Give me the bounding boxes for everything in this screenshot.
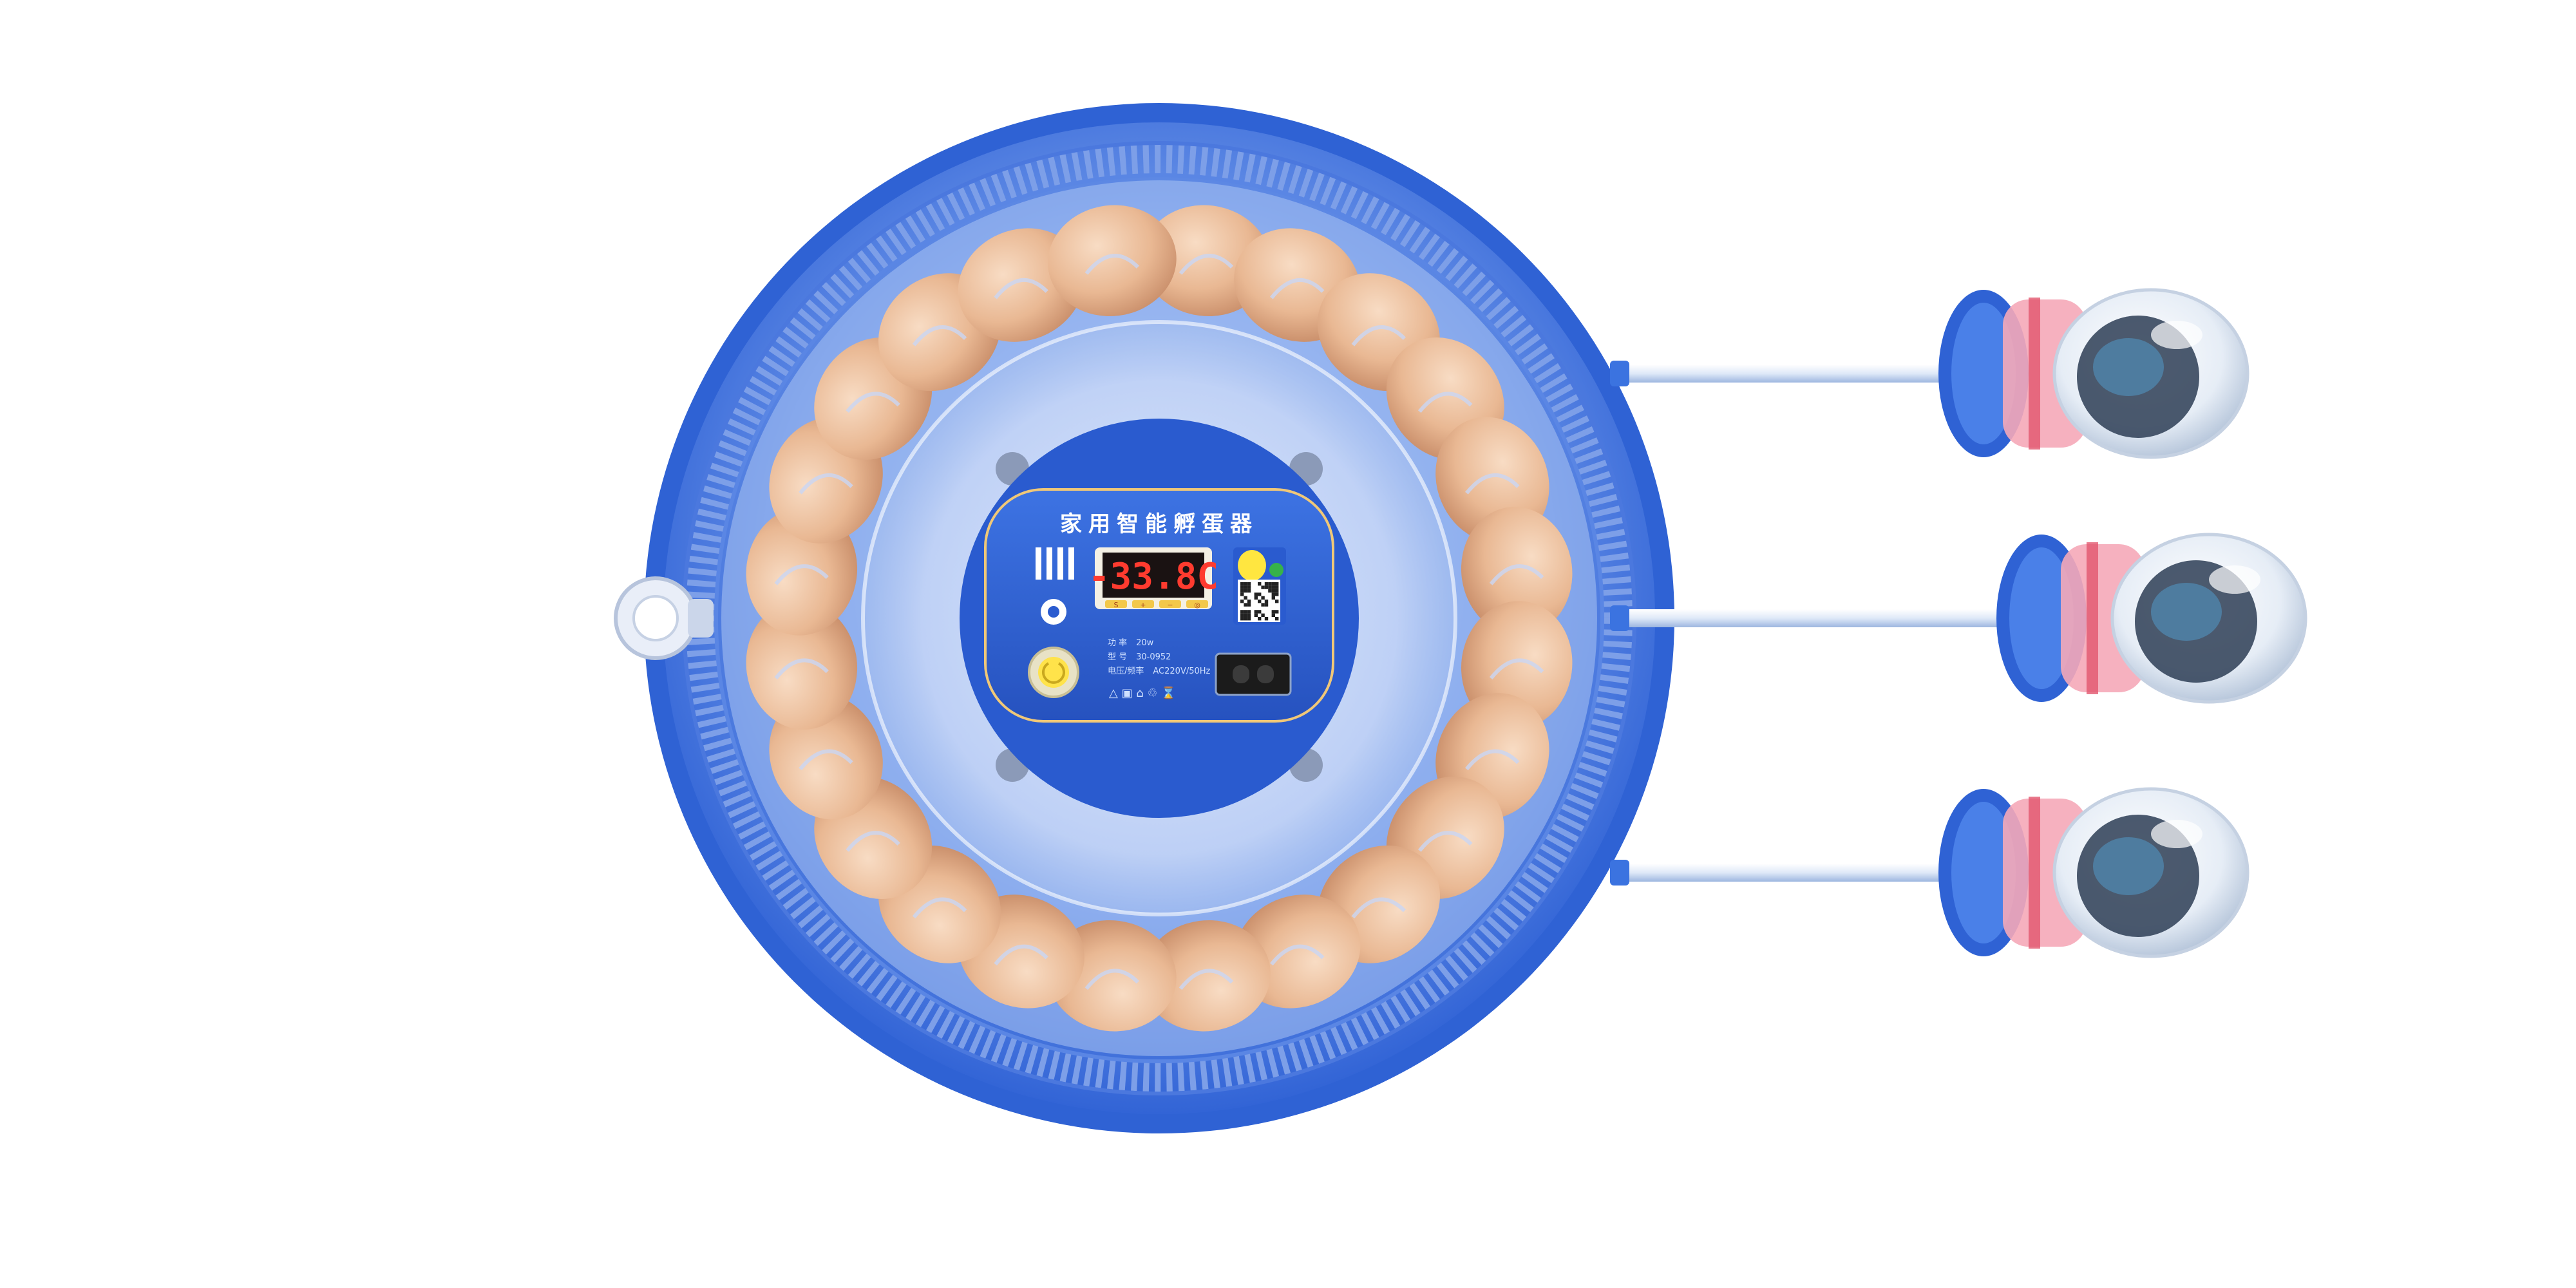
turning-motor xyxy=(1610,787,2249,958)
power-button[interactable] xyxy=(1028,647,1079,698)
egg xyxy=(1142,920,1271,1032)
lcd-screen xyxy=(1103,553,1204,598)
panel-title: 家用智能孵蛋器 xyxy=(1060,511,1258,537)
minus-icon: − xyxy=(1167,601,1173,609)
turning-motor xyxy=(1610,288,2249,459)
temperature-reading: -33.8C xyxy=(1088,556,1218,598)
minus-button[interactable]: − xyxy=(1159,600,1181,609)
certification-icons: △ ▣ ⌂ ♲ ⌛ xyxy=(1109,686,1176,700)
gear-ring-inner-edge xyxy=(714,173,1604,1063)
support-rod xyxy=(1610,609,2048,627)
turning-motors xyxy=(1610,288,2307,958)
dome-edge xyxy=(861,320,1457,916)
power-socket[interactable] xyxy=(1215,652,1292,696)
support-rod xyxy=(1610,365,1990,383)
vent-icon xyxy=(1036,547,1074,580)
sensor-port-icon xyxy=(1041,599,1066,625)
bulb-button[interactable]: ◎ xyxy=(1186,600,1208,609)
turning-motor xyxy=(1610,533,2307,704)
qr-code-sticker xyxy=(1233,547,1286,625)
control-panel: 家用智能孵蛋器 -33.8C S + − ◎ xyxy=(960,419,1359,818)
qr-code xyxy=(1240,582,1279,621)
set-icon: S xyxy=(1114,601,1119,609)
plus-icon: + xyxy=(1140,601,1146,609)
temperature-display: -33.8C S + − ◎ xyxy=(1088,547,1218,609)
leaf-icon xyxy=(1269,563,1283,577)
egg xyxy=(1461,507,1573,636)
set-button[interactable]: S xyxy=(1105,600,1127,609)
egg xyxy=(1048,205,1177,317)
power-icon xyxy=(1042,662,1065,684)
egg xyxy=(746,601,858,730)
plus-button[interactable]: + xyxy=(1132,600,1154,609)
incubator-body xyxy=(614,103,1674,1133)
egg-ring xyxy=(746,205,1573,1032)
bulb-icon: ◎ xyxy=(1194,601,1200,609)
chick-mascot-icon xyxy=(1238,550,1266,581)
support-rod xyxy=(1610,864,1990,882)
side-latch[interactable] xyxy=(614,576,714,660)
